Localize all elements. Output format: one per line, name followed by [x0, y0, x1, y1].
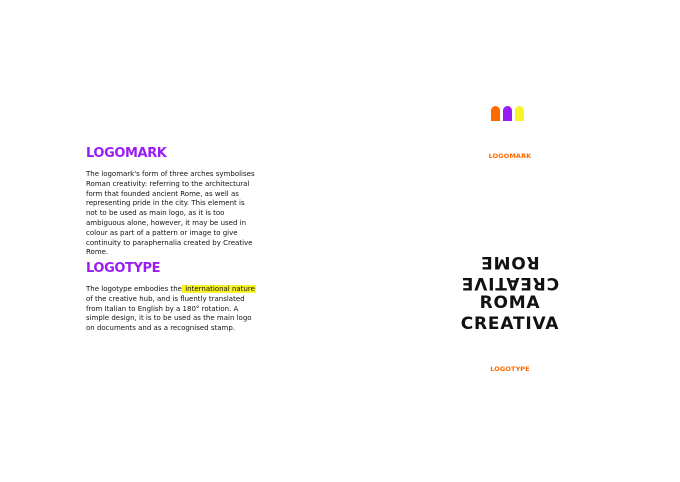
logomark-three-arches	[491, 106, 524, 121]
logotype-line-roma: ROMA	[479, 293, 541, 313]
logotype-mark: CREATIVE ROME ROMA CREATIVA	[455, 251, 565, 335]
logotype-description: The logotype embodies the international …	[86, 285, 256, 334]
rotated-english-wordmark: CREATIVE ROME	[455, 251, 565, 293]
logomark-description: The logomark's form of three arches symb…	[86, 170, 255, 257]
arch-orange	[491, 106, 500, 121]
italian-wordmark: ROMA CREATIVA	[455, 293, 565, 335]
logotype-caption: LOGOTYPE	[490, 365, 530, 373]
logotype-line-creativa: CREATIVA	[460, 314, 560, 334]
arch-purple	[503, 106, 512, 121]
logotype-heading: LOGOTYPE	[86, 261, 161, 276]
highlighted-phrase: international nature	[181, 285, 256, 293]
logotype-description-end: of the creative hub, and is fluently tra…	[86, 294, 252, 333]
arch-yellow	[515, 106, 524, 121]
logotype-description-start: The logotype embodies the	[86, 285, 182, 293]
logotype-line-rome: ROME	[480, 252, 540, 272]
logotype-line-creative: CREATIVE	[460, 273, 560, 293]
logomark-caption: LOGOMARK	[488, 152, 532, 160]
logomark-heading: LOGOMARK	[86, 146, 167, 161]
